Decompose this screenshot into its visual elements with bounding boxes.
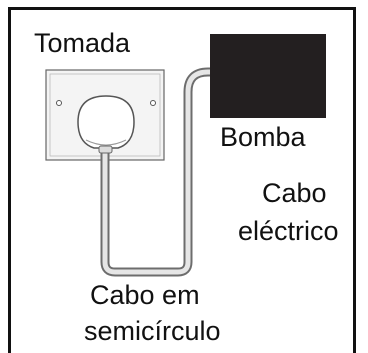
pump-label: Bomba xyxy=(220,122,306,152)
diagram-frame xyxy=(8,7,356,353)
loop-label-line1: Cabo em xyxy=(90,280,200,310)
plug-neck xyxy=(98,145,113,154)
socket-screw-right xyxy=(150,100,156,106)
loop-label-line2: semicírculo xyxy=(84,316,221,346)
socket-screw-left xyxy=(56,100,62,106)
plug-shadow xyxy=(85,139,127,146)
cable-label-line2: eléctrico xyxy=(238,216,339,246)
socket-label: Tomada xyxy=(34,28,131,58)
cable-label-line1: Cabo xyxy=(262,178,327,208)
electrical-cable-inner xyxy=(102,69,217,275)
pump-box xyxy=(210,34,326,118)
plug xyxy=(77,95,135,149)
